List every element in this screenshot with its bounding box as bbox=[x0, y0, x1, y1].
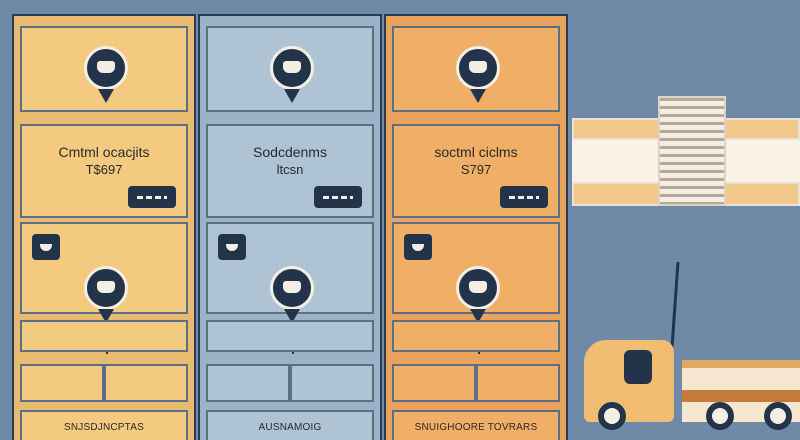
panel-2-footer-text: AUSNAMOIG bbox=[258, 422, 322, 433]
panel-2-info-card: Sodcdenms ltcsn bbox=[206, 124, 374, 218]
truck-wheel-rear-icon bbox=[764, 402, 792, 430]
panel-2-map-cell bbox=[206, 222, 374, 354]
stripe-tag-icon[interactable] bbox=[500, 186, 548, 208]
panel-2-strip-right bbox=[290, 364, 374, 402]
panel-3: soctml ciclms S797 SNUIGHOORE TOVRARS bbox=[384, 14, 568, 440]
panel-3-strip bbox=[392, 320, 560, 352]
panel-1-title: Cmtml ocacjits bbox=[58, 144, 150, 160]
map-pin-shield-icon[interactable] bbox=[456, 266, 500, 310]
panel-3-title: soctml ciclms bbox=[434, 144, 518, 160]
panel-3-footer-text: SNUIGHOORE TOVRARS bbox=[414, 422, 538, 433]
panel-1-top-cell bbox=[20, 26, 188, 112]
panel-3-footer: SNUIGHOORE TOVRARS bbox=[392, 410, 560, 440]
panel-1-strip-right bbox=[104, 364, 188, 402]
panel-3-top-cell bbox=[392, 26, 560, 112]
panel-1-strip bbox=[20, 320, 188, 352]
panel-2-footer: AUSNAMOIG bbox=[206, 410, 374, 440]
panel-2-title: Sodcdenms bbox=[253, 144, 327, 160]
panel-2: Sodcdenms ltcsn AUSNAMOIG bbox=[198, 14, 382, 440]
map-pin-boat-icon[interactable] bbox=[84, 46, 128, 90]
map-pin-boat-icon[interactable] bbox=[270, 46, 314, 90]
panel-1-map-cell bbox=[20, 222, 188, 354]
panel-1-footer: SNJSDJNCPTAS bbox=[20, 410, 188, 440]
panel-2-price: ltcsn bbox=[276, 162, 304, 177]
cup-icon bbox=[404, 234, 432, 260]
panel-2-top-cell bbox=[206, 26, 374, 112]
stripe-tag-icon[interactable] bbox=[314, 186, 362, 208]
stripe-tag-icon[interactable] bbox=[128, 186, 176, 208]
panel-3-strip-right bbox=[476, 364, 560, 402]
cup-icon bbox=[32, 234, 60, 260]
panel-1-strip-left bbox=[20, 364, 104, 402]
panel-3-price: S797 bbox=[460, 162, 492, 177]
truck-window bbox=[624, 350, 652, 384]
panel-2-strip bbox=[206, 320, 374, 352]
panel-2-strip-left bbox=[206, 364, 290, 402]
panel-3-info-card: soctml ciclms S797 bbox=[392, 124, 560, 218]
truck-wheel-front-icon bbox=[598, 402, 626, 430]
panel-1-price: T$697 bbox=[85, 162, 123, 177]
storage-tower bbox=[658, 96, 726, 206]
truck-wheel-middle-icon bbox=[706, 402, 734, 430]
panel-1-footer-text: SNJSDJNCPTAS bbox=[63, 422, 144, 433]
cup-icon bbox=[218, 234, 246, 260]
truck-stripe bbox=[682, 390, 800, 402]
map-pin-shield-icon[interactable] bbox=[84, 266, 128, 310]
map-pin-shield-icon[interactable] bbox=[270, 266, 314, 310]
panel-1: Cmtml ocacjits T$697 SNJSDJNCPTAS bbox=[12, 14, 196, 440]
map-pin-boat-icon[interactable] bbox=[456, 46, 500, 90]
panel-1-info-card: Cmtml ocacjits T$697 bbox=[20, 124, 188, 218]
panel-3-strip-left bbox=[392, 364, 476, 402]
panel-3-map-cell bbox=[392, 222, 560, 354]
